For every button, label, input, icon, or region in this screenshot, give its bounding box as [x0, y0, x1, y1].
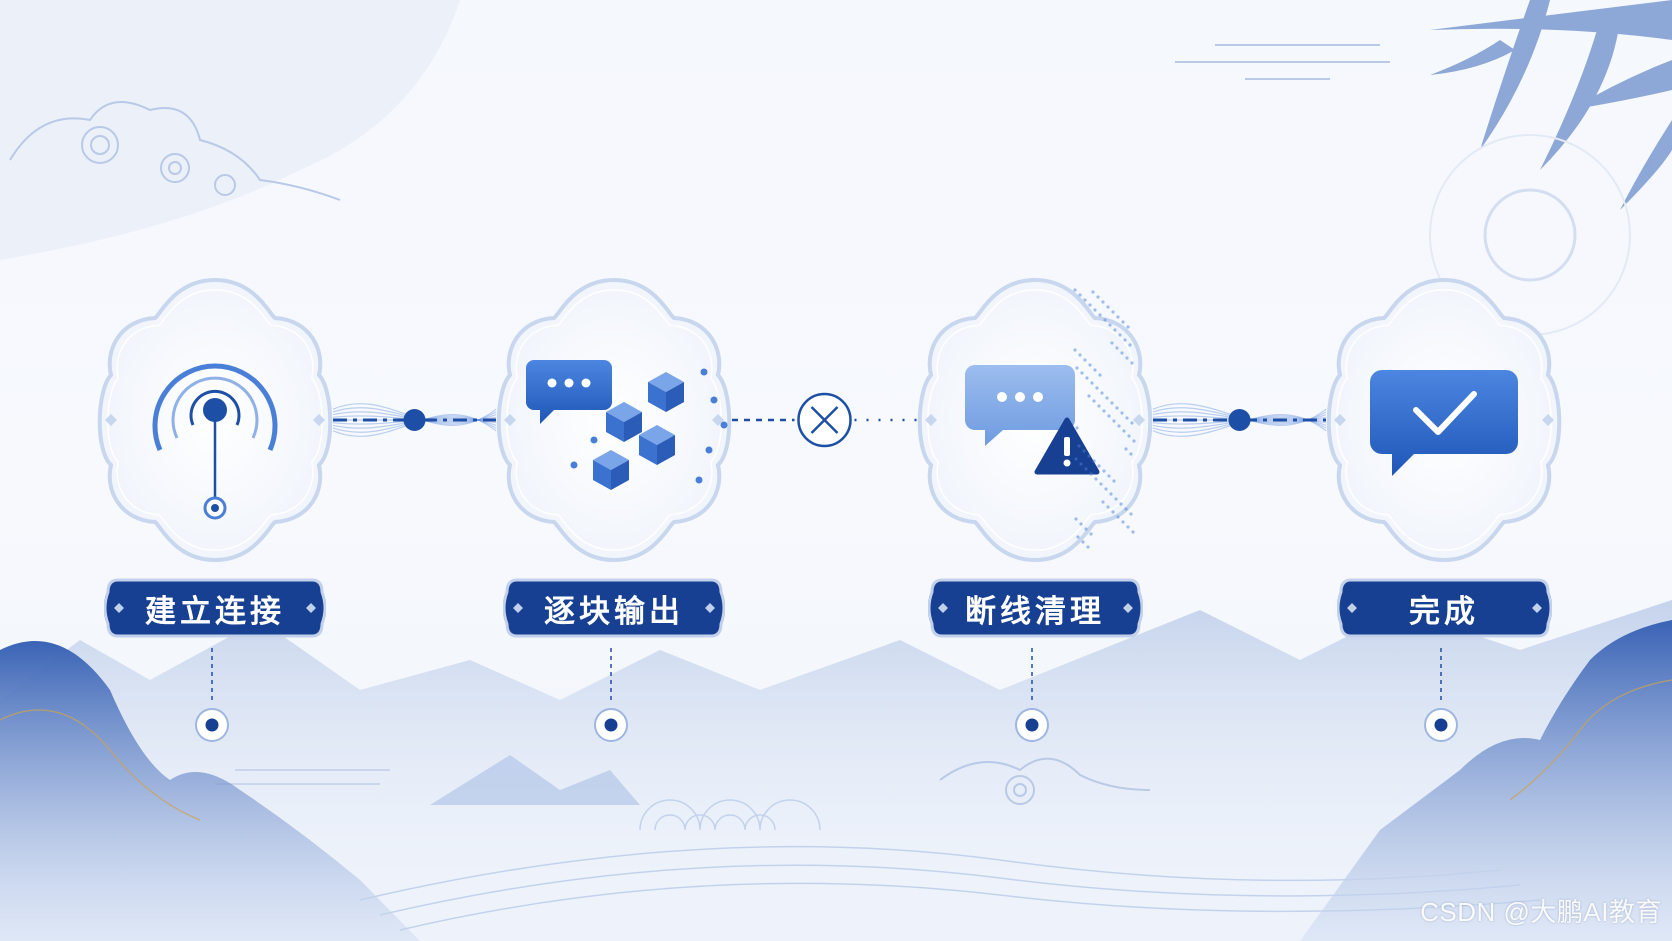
connector-node-dot: [403, 409, 426, 431]
step-node-connect: [97, 277, 333, 742]
watermark: CSDN @大鹏AI教育: [1420, 897, 1662, 927]
small-mountain: [430, 755, 640, 805]
connector-connect-stream: [332, 403, 497, 437]
decor-ring: [1483, 188, 1577, 282]
step-node-cleanup: [917, 277, 1153, 742]
cloud-ornament-bottom-icon: [939, 757, 1151, 805]
step-label-text: 建立连接: [145, 593, 285, 630]
step-pin-dot: [1434, 718, 1448, 732]
connector-node-dot: [1228, 409, 1251, 431]
step-label-text: 断线清理: [965, 593, 1105, 630]
connector-cleanup-done: [1152, 403, 1327, 437]
step-label-cleanup: 断线清理: [927, 576, 1143, 640]
close-circle-icon: [797, 392, 852, 448]
step-label-done: 完成: [1336, 576, 1552, 640]
step-label-text: 逐块输出: [544, 593, 684, 630]
step-node-done: [1326, 277, 1562, 742]
cloud-ornament-icon: [9, 101, 341, 201]
chat-bubble-icon: [526, 360, 728, 490]
signal-broadcast-icon: [152, 363, 278, 520]
step-node-stream: [496, 277, 732, 742]
right-mountain: [1300, 620, 1672, 941]
chat-warning-icon: [965, 288, 1136, 549]
water-waves: [359, 799, 1541, 931]
step-nodes: [97, 277, 1562, 742]
connectors: [332, 392, 1327, 448]
step-pin-dot: [1025, 718, 1039, 732]
step-pin-dot: [604, 718, 618, 732]
far-mountains: [0, 600, 1672, 941]
step-pin-dot: [205, 718, 219, 732]
step-label-text: 完成: [1409, 593, 1479, 630]
step-label-connect: 建立连接: [104, 576, 326, 640]
chat-check-icon: [1370, 370, 1518, 476]
step-label-stream: 逐块输出: [503, 576, 725, 640]
connector-stream-cleanup: [732, 392, 917, 448]
bamboo-leaves-icon: [1430, 0, 1672, 210]
left-mountain: [0, 641, 420, 941]
